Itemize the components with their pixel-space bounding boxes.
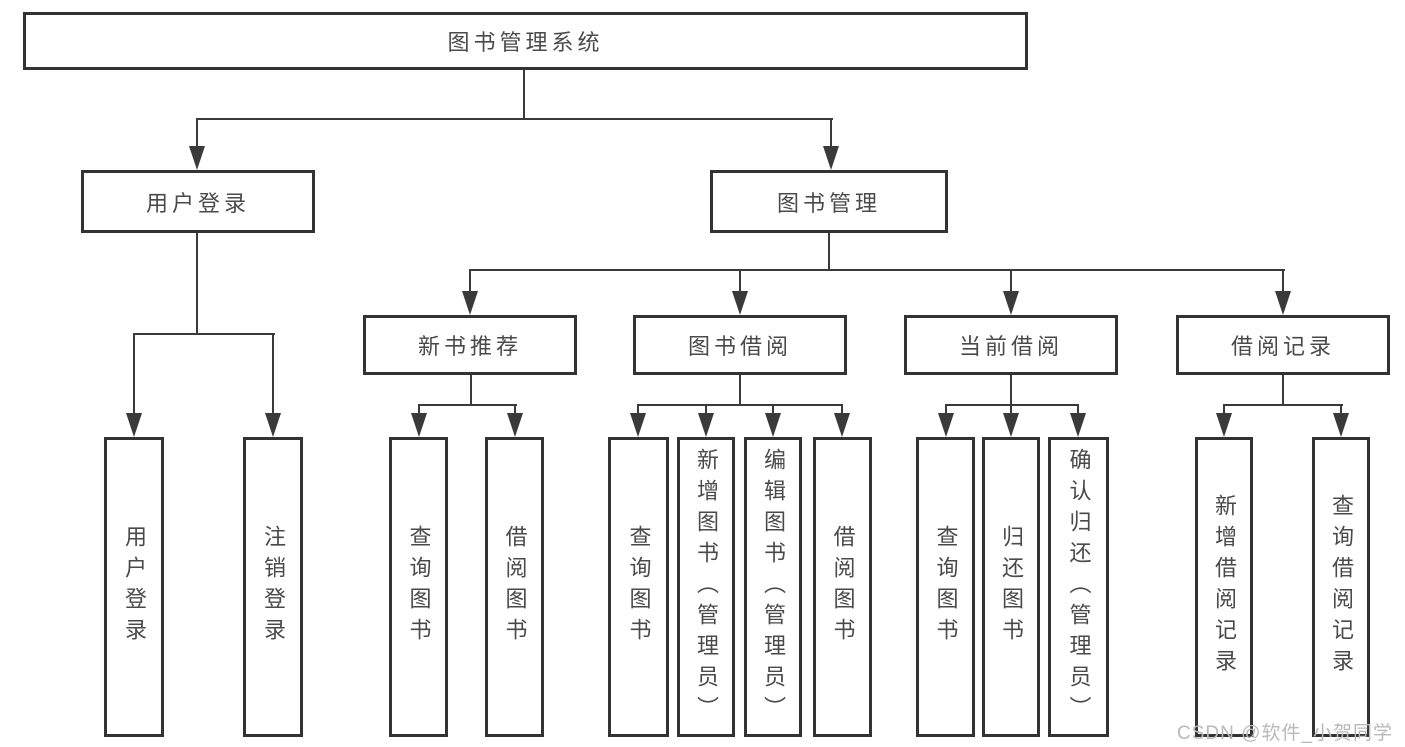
node-book-borrow: 图书借阅 <box>633 315 847 375</box>
arrowhead-down-icon <box>411 413 427 437</box>
node-query-borrow-record-leaf: 查询借阅记录 <box>1312 437 1370 737</box>
node-label: 当前借阅 <box>958 334 1063 359</box>
connector-line <box>1223 404 1225 417</box>
arrowhead-down-icon <box>507 413 523 437</box>
connector-line <box>418 404 517 406</box>
connector-line <box>469 269 1285 271</box>
connector-line <box>196 233 198 335</box>
connector-line <box>1223 404 1343 406</box>
connector-line <box>772 404 774 417</box>
node-query-books-leaf-3: 查询图书 <box>916 437 975 737</box>
connector-line <box>133 333 275 335</box>
connector-line <box>1282 375 1284 406</box>
connector-line <box>272 333 274 418</box>
arrowhead-down-icon <box>265 413 281 437</box>
connector-line <box>1010 375 1012 406</box>
connector-line <box>418 404 420 417</box>
node-label: 图书管理系统 <box>447 30 604 55</box>
arrowhead-down-icon <box>1333 413 1349 437</box>
arrowhead-down-icon <box>698 413 714 437</box>
arrowhead-down-icon <box>189 146 205 170</box>
node-logout-leaf: 注销登录 <box>243 437 303 737</box>
node-user-login-leaf: 用户登录 <box>104 437 164 737</box>
connector-line <box>1340 404 1342 417</box>
connector-line <box>705 404 707 417</box>
node-return-books-leaf: 归还图书 <box>982 437 1040 737</box>
arrowhead-down-icon <box>1003 413 1019 437</box>
connector-line <box>739 269 741 295</box>
node-label: 用户登录 <box>145 190 250 216</box>
arrowhead-down-icon <box>630 413 646 437</box>
arrowhead-down-icon <box>823 146 839 170</box>
connector-line <box>637 404 639 417</box>
node-label: 查询图书 <box>933 525 959 649</box>
node-label: 图书管理 <box>776 190 881 216</box>
connector-line <box>1010 404 1012 417</box>
arrowhead-down-icon <box>1216 413 1232 437</box>
node-label: 查询图书 <box>406 525 432 649</box>
connector-line <box>133 333 135 418</box>
connector-line <box>1010 269 1012 295</box>
node-edit-books-admin-leaf: 编辑图书（管理员） <box>744 437 802 737</box>
node-add-books-admin-leaf: 新增图书（管理员） <box>677 437 735 737</box>
node-query-books-leaf-2: 查询图书 <box>608 437 669 737</box>
connector-line <box>945 404 947 417</box>
node-label: 编辑图书（管理员） <box>761 447 786 727</box>
node-book-management: 图书管理 <box>710 170 948 233</box>
connector-line <box>739 375 741 406</box>
node-current-borrow: 当前借阅 <box>904 315 1118 375</box>
node-label: 新增图书（管理员） <box>694 447 719 727</box>
connector-line <box>637 404 843 406</box>
node-label: 借阅记录 <box>1230 334 1335 359</box>
node-label: 确认归还（管理员） <box>1066 447 1092 727</box>
arrowhead-down-icon <box>462 291 478 315</box>
node-label: 查询借阅记录 <box>1329 494 1354 680</box>
node-label: 新书推荐 <box>417 334 522 359</box>
connector-line <box>828 233 830 271</box>
node-label: 借阅图书 <box>502 525 528 649</box>
arrowhead-down-icon <box>1070 413 1086 437</box>
node-label: 新增借阅记录 <box>1212 494 1237 680</box>
arrowhead-down-icon <box>126 413 142 437</box>
connector-line <box>470 375 472 406</box>
connector-line <box>830 118 832 152</box>
connector-line <box>1077 404 1079 417</box>
node-new-book-recommend: 新书推荐 <box>363 315 577 375</box>
node-label: 归还图书 <box>999 525 1024 649</box>
connector-line <box>514 404 516 417</box>
node-label: 查询图书 <box>626 525 652 649</box>
node-root-system: 图书管理系统 <box>23 12 1028 70</box>
csdn-watermark: CSDN @软件_小贺同学 <box>1177 723 1393 744</box>
arrowhead-down-icon <box>1003 291 1019 315</box>
node-borrow-books-leaf-1: 借阅图书 <box>485 437 544 737</box>
arrowhead-down-icon <box>1275 291 1291 315</box>
node-add-borrow-record-leaf: 新增借阅记录 <box>1195 437 1253 737</box>
node-borrow-records: 借阅记录 <box>1176 315 1390 375</box>
connector-line <box>196 118 198 152</box>
connector-line <box>1282 269 1284 295</box>
connector-line <box>523 70 525 120</box>
node-label: 图书借阅 <box>687 334 792 359</box>
node-query-books-leaf-1: 查询图书 <box>389 437 448 737</box>
arrowhead-down-icon <box>765 413 781 437</box>
node-borrow-books-leaf-2: 借阅图书 <box>813 437 872 737</box>
arrowhead-down-icon <box>732 291 748 315</box>
connector-line <box>945 404 1079 406</box>
node-confirm-return-admin-leaf: 确认归还（管理员） <box>1048 437 1109 737</box>
node-label: 注销登录 <box>261 525 286 649</box>
connector-line <box>469 269 471 295</box>
connector-line <box>196 118 833 120</box>
arrowhead-down-icon <box>834 413 850 437</box>
node-label: 用户登录 <box>122 525 147 649</box>
node-user-login: 用户登录 <box>81 170 315 233</box>
arrowhead-down-icon <box>938 413 954 437</box>
node-label: 借阅图书 <box>830 525 856 649</box>
connector-line <box>841 404 843 417</box>
